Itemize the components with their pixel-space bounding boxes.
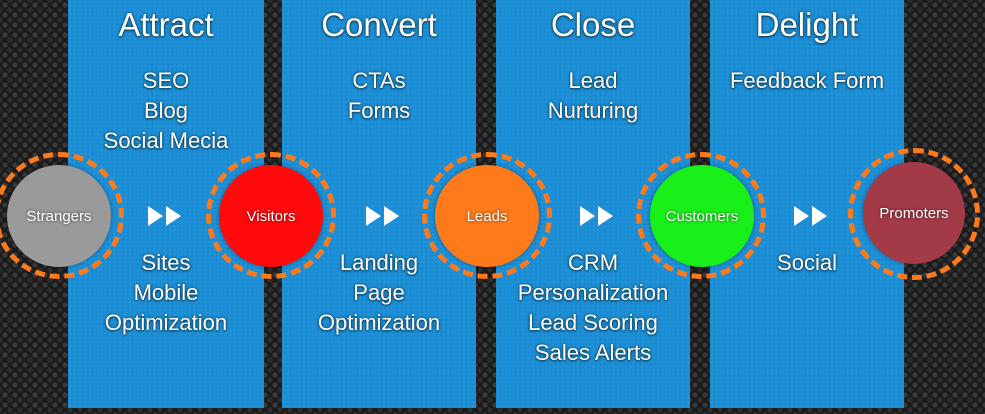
persona-customers: Customers — [650, 165, 754, 267]
channel-item: Lead Scoring — [528, 310, 658, 335]
stage-title: Delight — [755, 6, 859, 43]
flow-arrow-icon — [580, 206, 613, 226]
promoters-ring — [848, 148, 980, 280]
persona-promoters: Promoters — [863, 162, 965, 264]
tool-item: Nurturing — [547, 98, 639, 123]
tool-item: Lead — [568, 68, 618, 93]
leads-ring — [422, 152, 552, 279]
stage-title: Convert — [321, 6, 437, 43]
stage-channels: Sites Mobile Optimization — [68, 248, 264, 338]
channel-item: Sales Alerts — [534, 340, 652, 365]
strangers-ring — [0, 152, 124, 279]
stage-channels: CRM Personalization Lead Scoring Sales A… — [496, 248, 690, 368]
channel-item: Social — [777, 250, 837, 275]
channel-item: Mobile — [133, 280, 199, 305]
stage-tools: Feedback Form — [710, 66, 904, 96]
stage-tools: CTAs Forms — [282, 66, 476, 126]
channel-item: Page — [353, 280, 405, 305]
flow-arrow-icon — [366, 206, 399, 226]
channel-item: CRM — [567, 250, 619, 275]
stage-title: Close — [550, 6, 636, 43]
persona-visitors: Visitors — [219, 165, 323, 267]
channel-item: Personalization — [517, 280, 669, 305]
tool-item: Social Mecia — [103, 128, 229, 153]
channel-item: Sites — [141, 250, 191, 275]
persona-strangers: Strangers — [7, 165, 111, 267]
stage-channels: Landing Page Optimization — [282, 248, 476, 338]
stage-tools: SEO Blog Social Mecia — [68, 66, 264, 156]
stage-channels: Social — [710, 248, 904, 278]
flow-arrow-icon — [794, 206, 827, 226]
tool-item: SEO — [142, 68, 190, 93]
persona-leads: Leads — [435, 165, 539, 267]
visitors-ring — [206, 152, 336, 279]
channel-item: Optimization — [317, 310, 441, 335]
stage-tools: Lead Nurturing — [496, 66, 690, 126]
tool-item: Forms — [347, 98, 411, 123]
stage-title: Attract — [118, 6, 214, 43]
flow-arrow-icon — [148, 206, 181, 226]
tool-item: Feedback Form — [729, 68, 885, 93]
channel-item: Landing — [339, 250, 419, 275]
tool-item: CTAs — [352, 68, 406, 93]
tool-item: Blog — [143, 98, 189, 123]
customers-ring — [636, 152, 766, 279]
channel-item: Optimization — [104, 310, 228, 335]
